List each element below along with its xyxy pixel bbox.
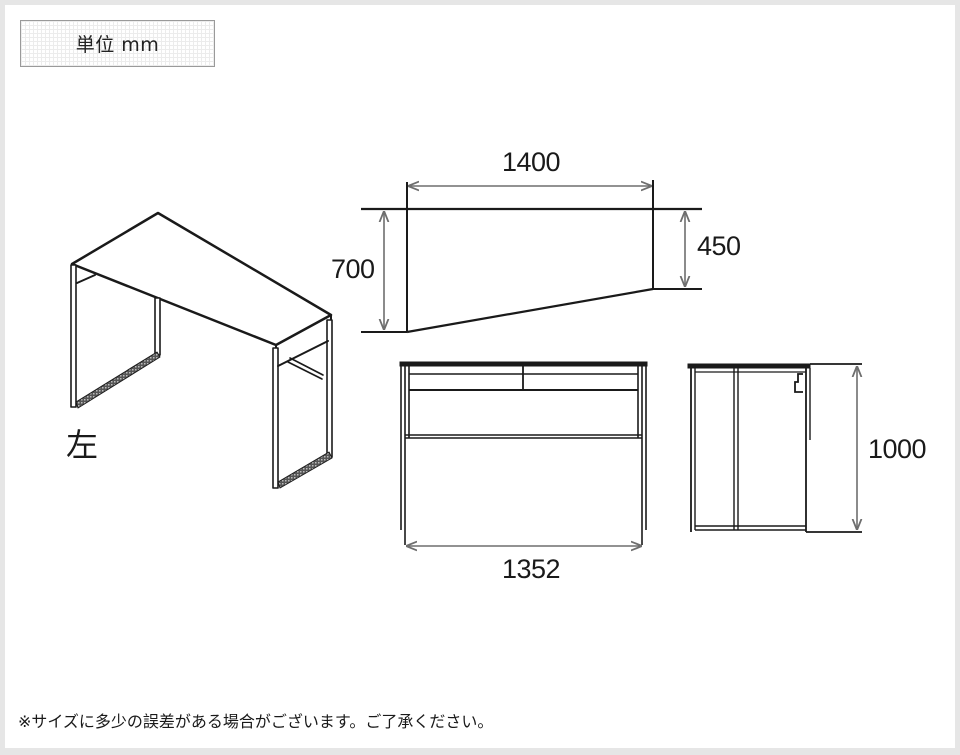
dim-depth-450: 450 — [697, 231, 741, 261]
front-view — [399, 361, 648, 545]
dim-width-1352: 1352 — [502, 554, 561, 584]
unit-label-box: 単位 mm — [20, 20, 215, 67]
unit-label: 単位 mm — [75, 34, 160, 56]
size-tolerance-note: ※サイズに多少の誤差がある場合がございます。ご了承ください。 — [18, 712, 494, 731]
side-view — [687, 363, 862, 533]
isometric-desk — [70, 211, 333, 489]
dim-depth-700: 700 — [331, 254, 375, 284]
dim-width-1400: 1400 — [502, 147, 561, 177]
dim-height-1000: 1000 — [868, 434, 927, 464]
top-view — [361, 180, 702, 334]
diagram-panel — [5, 5, 955, 748]
top-view-dimensions — [384, 186, 685, 329]
side-label-left: 左 — [66, 426, 99, 464]
